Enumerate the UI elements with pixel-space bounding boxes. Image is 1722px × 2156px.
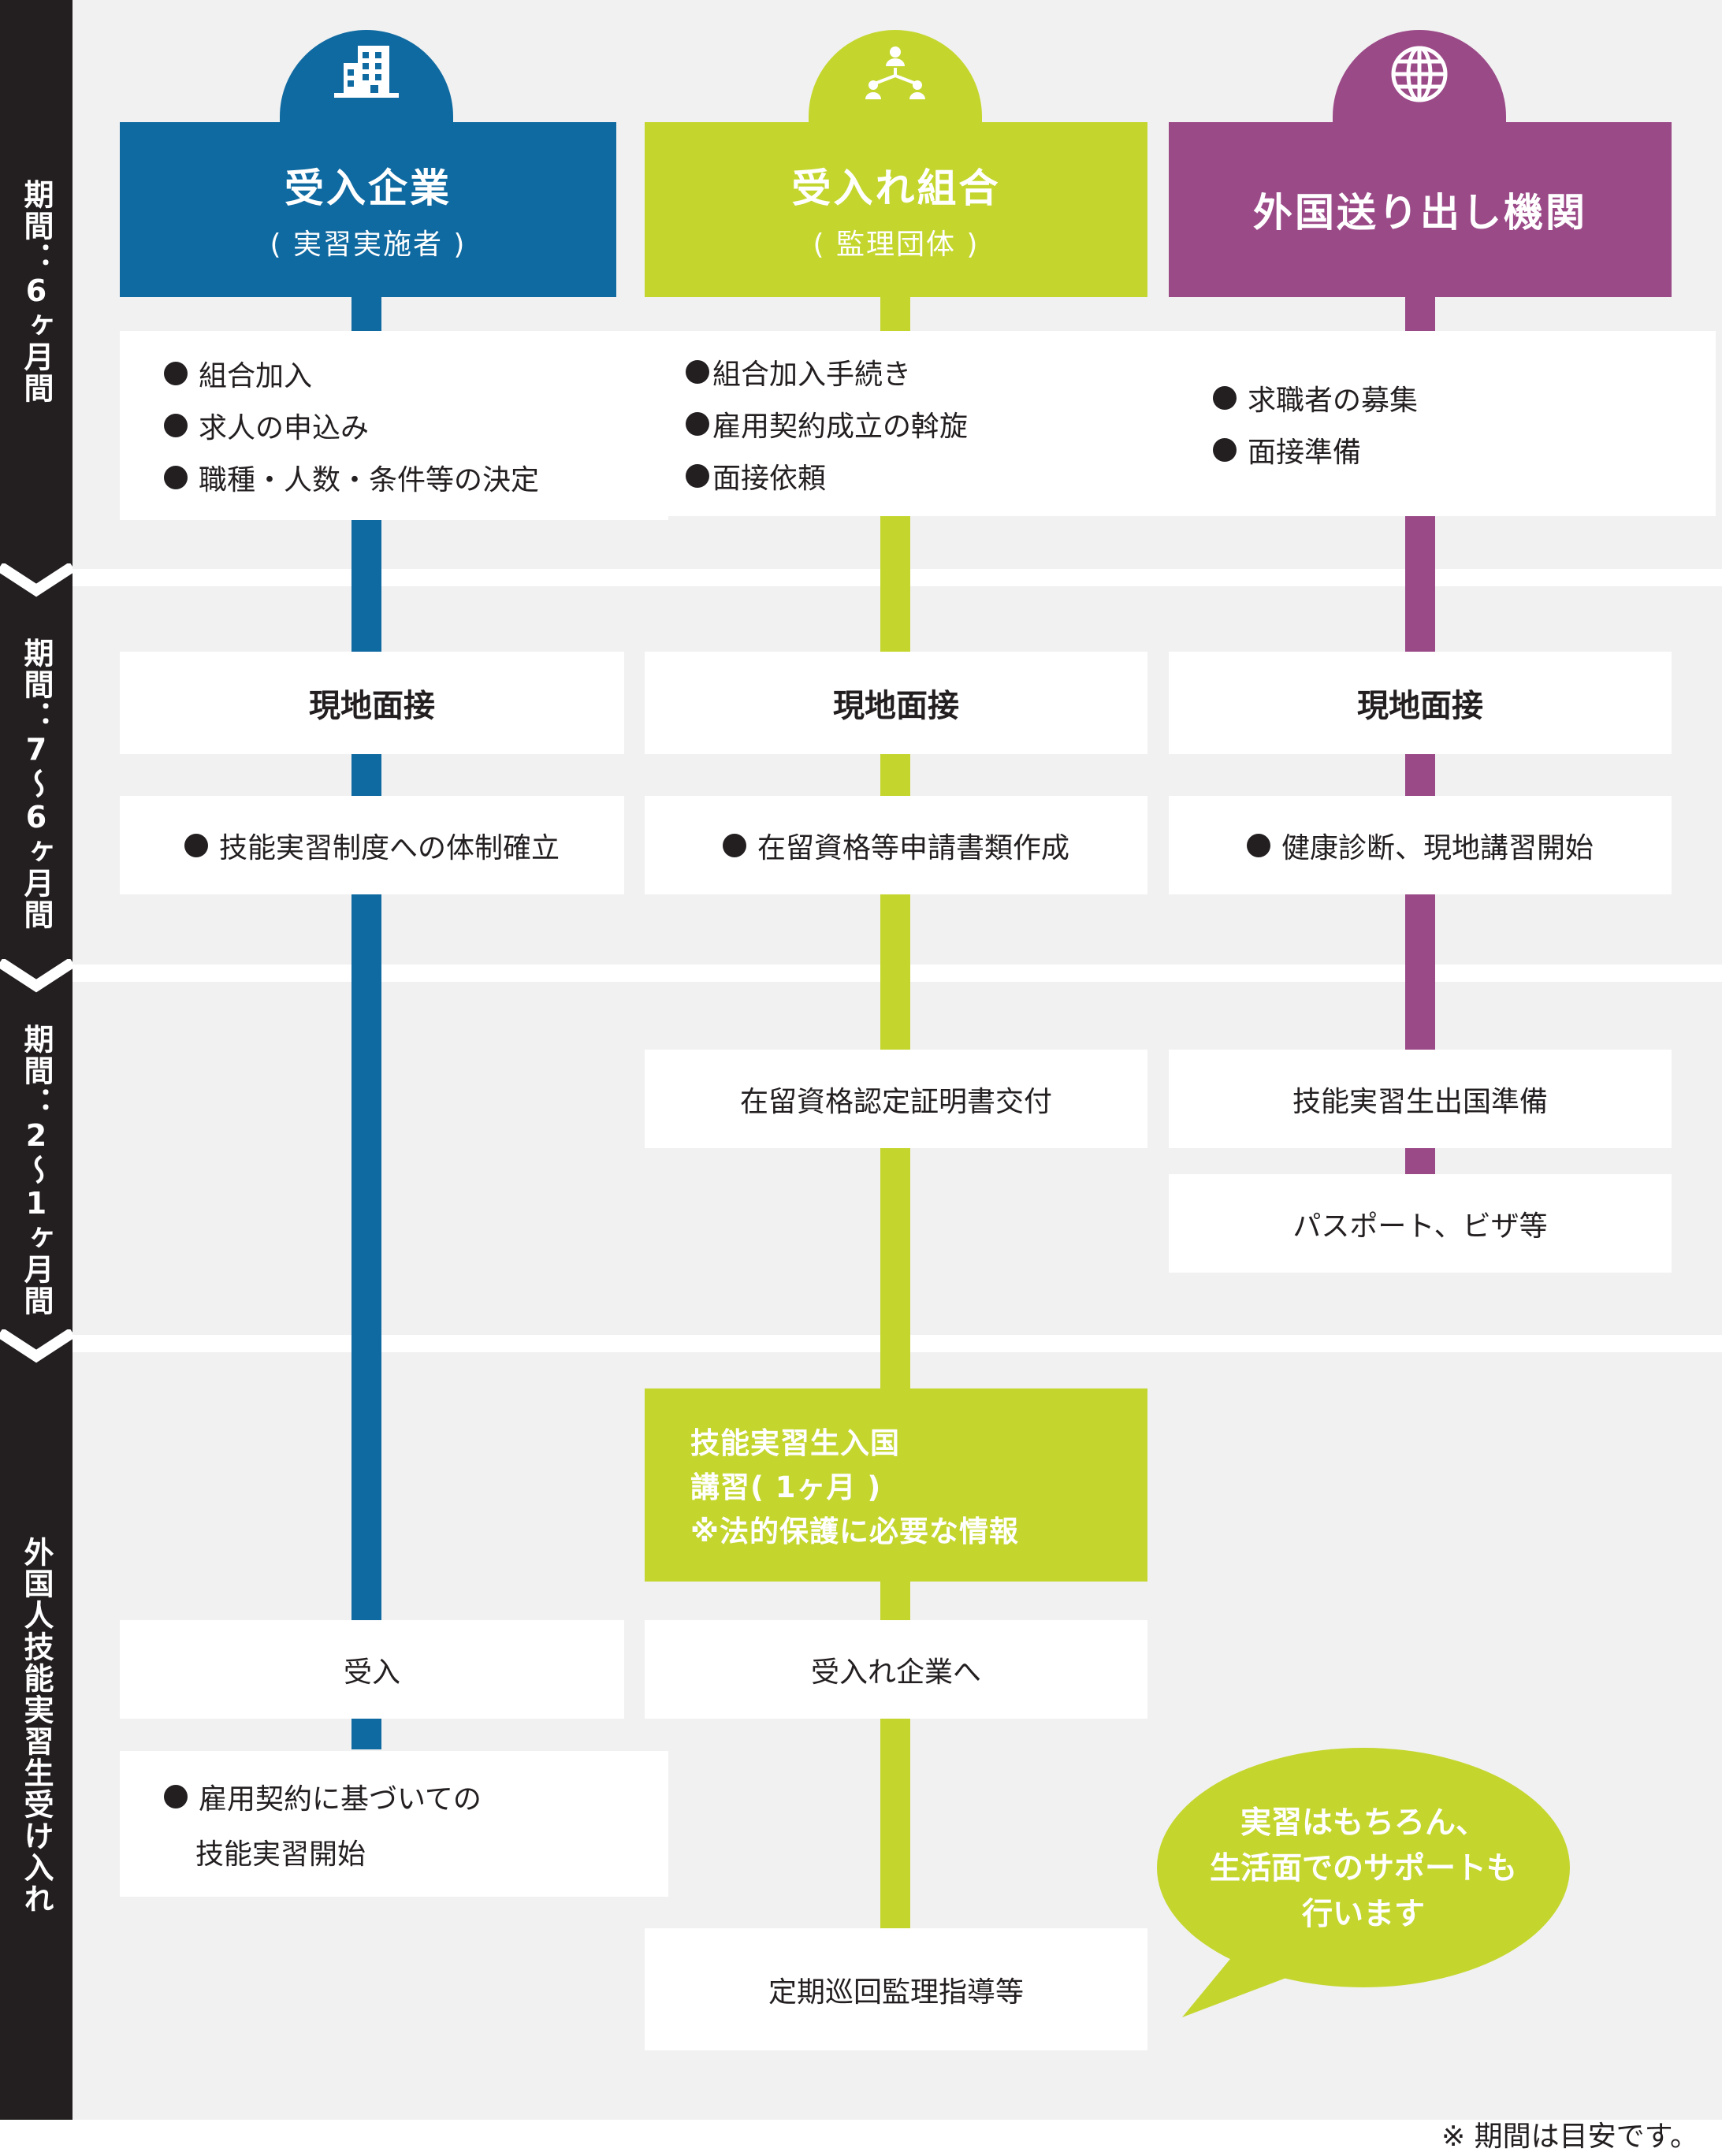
bullet-icon (184, 833, 208, 857)
company-final-line2: 技能実習開始 (195, 1838, 366, 1871)
bullet-icon (164, 1784, 188, 1808)
entry-line: 講習( 1ヶ月 ) (690, 1470, 882, 1504)
globe-icon (1391, 46, 1448, 102)
entry-line: 技能実習生入国 (690, 1426, 900, 1460)
bullet-icon (1246, 833, 1270, 857)
union-to-company-box: 受入れ企業へ (645, 1620, 1147, 1719)
list-item: 面接準備 (1248, 436, 1362, 469)
union-title: 受入れ組合 (791, 165, 1001, 211)
entry-training-box: 技能実習生入国 講習( 1ヶ月 ) ※法的保護に必要な情報 (645, 1388, 1147, 1582)
bullet-icon (722, 833, 746, 857)
speech-bubble-shape (1157, 1748, 1570, 2017)
bullet-icon (686, 359, 709, 384)
bullet-icon (164, 466, 188, 489)
company-phase2-text: 技能実習制度への体制確立 (218, 831, 560, 864)
bullet-icon (686, 411, 709, 436)
company-header: 受入企業 ( 実習実施者 ) (120, 122, 616, 297)
agency-interview-box: 現地面接 (1169, 652, 1672, 754)
company-interview-box: 現地面接 (120, 652, 624, 754)
bubble-line: 行います (1301, 1897, 1425, 1932)
union-phase2-text: 在留資格等申請書類作成 (757, 831, 1069, 864)
bullet-icon (686, 463, 709, 488)
list-item: 求人の申込み (199, 412, 370, 444)
union-certificate-box: 在留資格認定証明書交付 (645, 1050, 1147, 1148)
union-subtitle: ( 監理団体 ) (813, 229, 980, 261)
union-header: 受入れ組合 ( 監理団体 ) (645, 122, 1147, 297)
company-phase2-box: 技能実習制度への体制確立 (120, 796, 624, 894)
company-subtitle: ( 実習実施者 ) (270, 229, 467, 261)
list-item: 面接依頼 (712, 462, 827, 495)
period-label-3: 期間：2〜1ヶ月間 (19, 1024, 54, 1317)
network-icon (865, 46, 925, 99)
company-flow-line (351, 284, 381, 1749)
union-phase1-box: 組合加入手続き 雇用契約成立の斡旋 面接依頼 (645, 331, 1188, 516)
company-title: 受入企業 (285, 165, 452, 211)
chevron-down-icon (0, 1329, 73, 1363)
agency-title: 外国送り出し機関 (1253, 190, 1587, 236)
chevron-down-icon (0, 563, 73, 597)
company-final-line1: 雇用契約に基づいての (199, 1782, 482, 1816)
period-sidebar: 期間：6ヶ月間 期間：7〜6ヶ月間 期間：2〜1ヶ月間 外国人技能実習生受け入れ (0, 0, 73, 2120)
period-label-1: 期間：6ヶ月間 (19, 179, 54, 404)
entry-line: ※法的保護に必要な情報 (690, 1515, 1019, 1548)
agency-passport-box: パスポート、ビザ等 (1169, 1174, 1672, 1273)
agency-header: 外国送り出し機関 (1169, 122, 1672, 297)
union-phase2-box: 在留資格等申請書類作成 (645, 796, 1147, 894)
agency-phase1-box: 求職者の募集 面接準備 (1169, 331, 1716, 516)
speech-bubble: 実習はもちろん、 生活面でのサポートも 行います (1159, 1801, 1568, 1938)
bullet-icon (1213, 385, 1237, 410)
union-interview-box: 現地面接 (645, 652, 1147, 754)
period-label-4: 外国人技能実習生受け入れ (19, 1537, 54, 1915)
bullet-icon (164, 362, 188, 385)
company-phase1-box: 組合加入 求人の申込み 職種・人数・条件等の決定 (120, 331, 668, 520)
company-accept-box: 受入 (120, 1620, 624, 1719)
union-patrol-box: 定期巡回監理指導等 (645, 1928, 1147, 2050)
agency-departure-box: 技能実習生出国準備 (1169, 1050, 1672, 1148)
list-item: 組合加入 (199, 360, 313, 392)
period-label-2: 期間：7〜6ヶ月間 (19, 638, 54, 931)
bullet-icon (164, 414, 188, 437)
building-icon (334, 46, 399, 98)
list-item: 職種・人数・条件等の決定 (199, 464, 540, 496)
company-final-box: 雇用契約に基づいての 技能実習開始 (120, 1751, 668, 1897)
list-item: 雇用契約成立の斡旋 (712, 410, 969, 443)
chevron-down-icon (0, 959, 73, 993)
agency-phase2-box: 健康診断、現地講習開始 (1169, 796, 1672, 894)
agency-phase2-text: 健康診断、現地講習開始 (1281, 831, 1594, 864)
company-header-tab (280, 30, 453, 125)
bubble-line: 生活面でのサポートも (1209, 1851, 1517, 1886)
bubble-line: 実習はもちろん、 (1240, 1805, 1486, 1841)
list-item: 求職者の募集 (1248, 384, 1419, 417)
bullet-icon (1213, 437, 1237, 462)
footnote: ※ 期間は目安です。 (1441, 2121, 1698, 2153)
list-item: 組合加入手続き (712, 358, 912, 391)
